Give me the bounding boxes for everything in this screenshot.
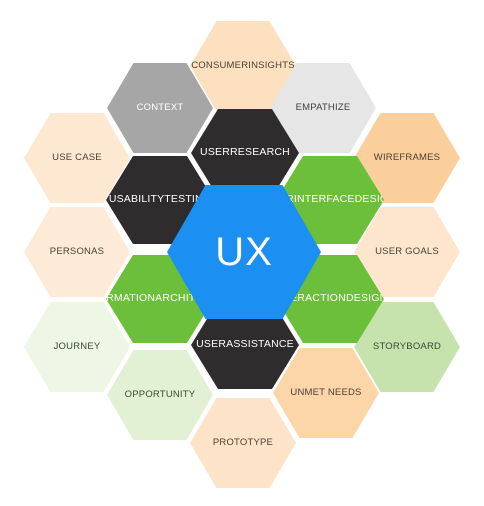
hex-personas: PERSONAS	[24, 207, 130, 297]
hex-prototype-label: PROTOTYPE	[212, 437, 274, 449]
hex-consumer-insights-label: CONSUMER	[191, 60, 249, 72]
hex-use-case-label: USE CASE	[52, 152, 102, 164]
hex-unmet-needs-label: UNMET NEEDS	[290, 387, 362, 399]
hex-consumer-insights-label: INSIGHTS	[248, 60, 295, 72]
hex-ux-center-label: UX	[215, 230, 273, 274]
hex-user-assistance-label: ASSISTANCE	[226, 338, 294, 351]
hex-opportunity-label: OPPORTUNITY	[124, 389, 196, 401]
hex-user-goals-label: USER GOALS	[375, 246, 439, 258]
hex-context-label: CONTEXT	[136, 102, 184, 114]
hex-journey: JOURNEY	[24, 302, 130, 392]
hex-prototype: PROTOTYPE	[190, 398, 296, 488]
hex-storyboard-label: STORYBOARD	[372, 341, 442, 353]
hex-empathize-label: EMPATHIZE	[295, 102, 351, 114]
hex-usability-testing-label: USABILITY	[108, 193, 165, 206]
hex-interaction-design-label: DESIGN	[345, 292, 388, 305]
hex-user-interface-design-label: DESIGN	[354, 193, 397, 206]
hex-wireframes-label: WIREFRAMES	[373, 152, 441, 164]
hex-journey-label: JOURNEY	[53, 341, 101, 353]
hex-user-interface-design-label: INTERFACE	[293, 193, 355, 206]
hex-personas-label: PERSONAS	[49, 246, 105, 258]
hex-information-architecture-label: INFORMATION	[80, 292, 156, 305]
hex-user-research-label: RESEARCH	[230, 146, 290, 159]
hex-user-research-label: USER	[200, 146, 231, 159]
hex-user-assistance-label: USER	[196, 338, 227, 351]
hex-opportunity: OPPORTUNITY	[107, 350, 213, 440]
